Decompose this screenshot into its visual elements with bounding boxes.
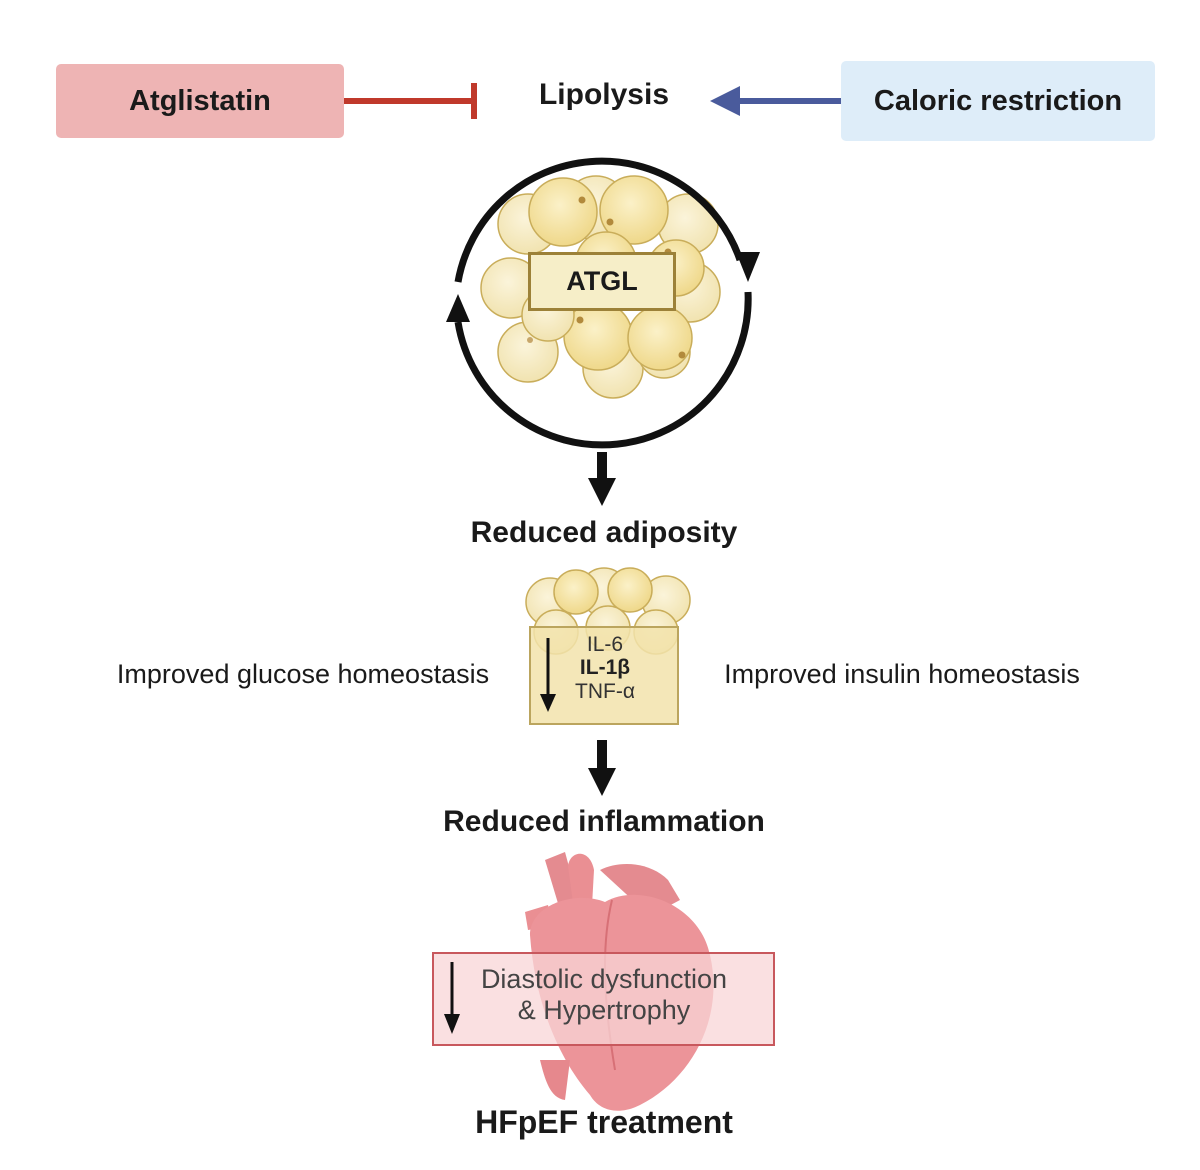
cytokine-box bbox=[529, 626, 679, 725]
down-arrow-icon bbox=[588, 452, 616, 506]
diastolic-dysfunction-label: Diastolic dysfunction bbox=[480, 964, 728, 994]
reduced-inflammation-label: Reduced inflammation bbox=[443, 805, 765, 838]
glucose-homeostasis-label: Improved glucose homeostasis bbox=[116, 659, 490, 689]
hfpef-treatment-label: HFpEF treatment bbox=[475, 1104, 733, 1140]
activation-arrow-icon bbox=[710, 86, 842, 116]
cytokine-il6: IL-6 bbox=[586, 633, 624, 656]
caloric-restriction-label: Caloric restriction bbox=[873, 84, 1123, 117]
reduced-adiposity-label: Reduced adiposity bbox=[470, 516, 738, 549]
atglistatin-label: Atglistatin bbox=[129, 84, 271, 117]
cytokine-il1b: IL-1β bbox=[579, 656, 631, 679]
down-arrow-icon bbox=[588, 740, 616, 796]
atgl-label: ATGL bbox=[566, 266, 638, 296]
lipolysis-label: Lipolysis bbox=[538, 78, 670, 111]
inhibition-arrow-icon bbox=[344, 83, 477, 119]
down-arrow-icon bbox=[444, 962, 460, 1034]
down-arrow-icon bbox=[540, 638, 556, 712]
cytokine-tnfa: TNF-α bbox=[575, 680, 635, 703]
atgl-box: ATGL bbox=[528, 252, 676, 311]
insulin-homeostasis-label: Improved insulin homeostasis bbox=[724, 659, 1080, 689]
cycle-arrow-icon bbox=[454, 157, 752, 449]
caloric-restriction-box: Caloric restriction bbox=[841, 61, 1155, 141]
cardiac-box bbox=[432, 952, 775, 1046]
atglistatin-box: Atglistatin bbox=[56, 64, 344, 138]
hypertrophy-label: & Hypertrophy bbox=[517, 995, 691, 1025]
